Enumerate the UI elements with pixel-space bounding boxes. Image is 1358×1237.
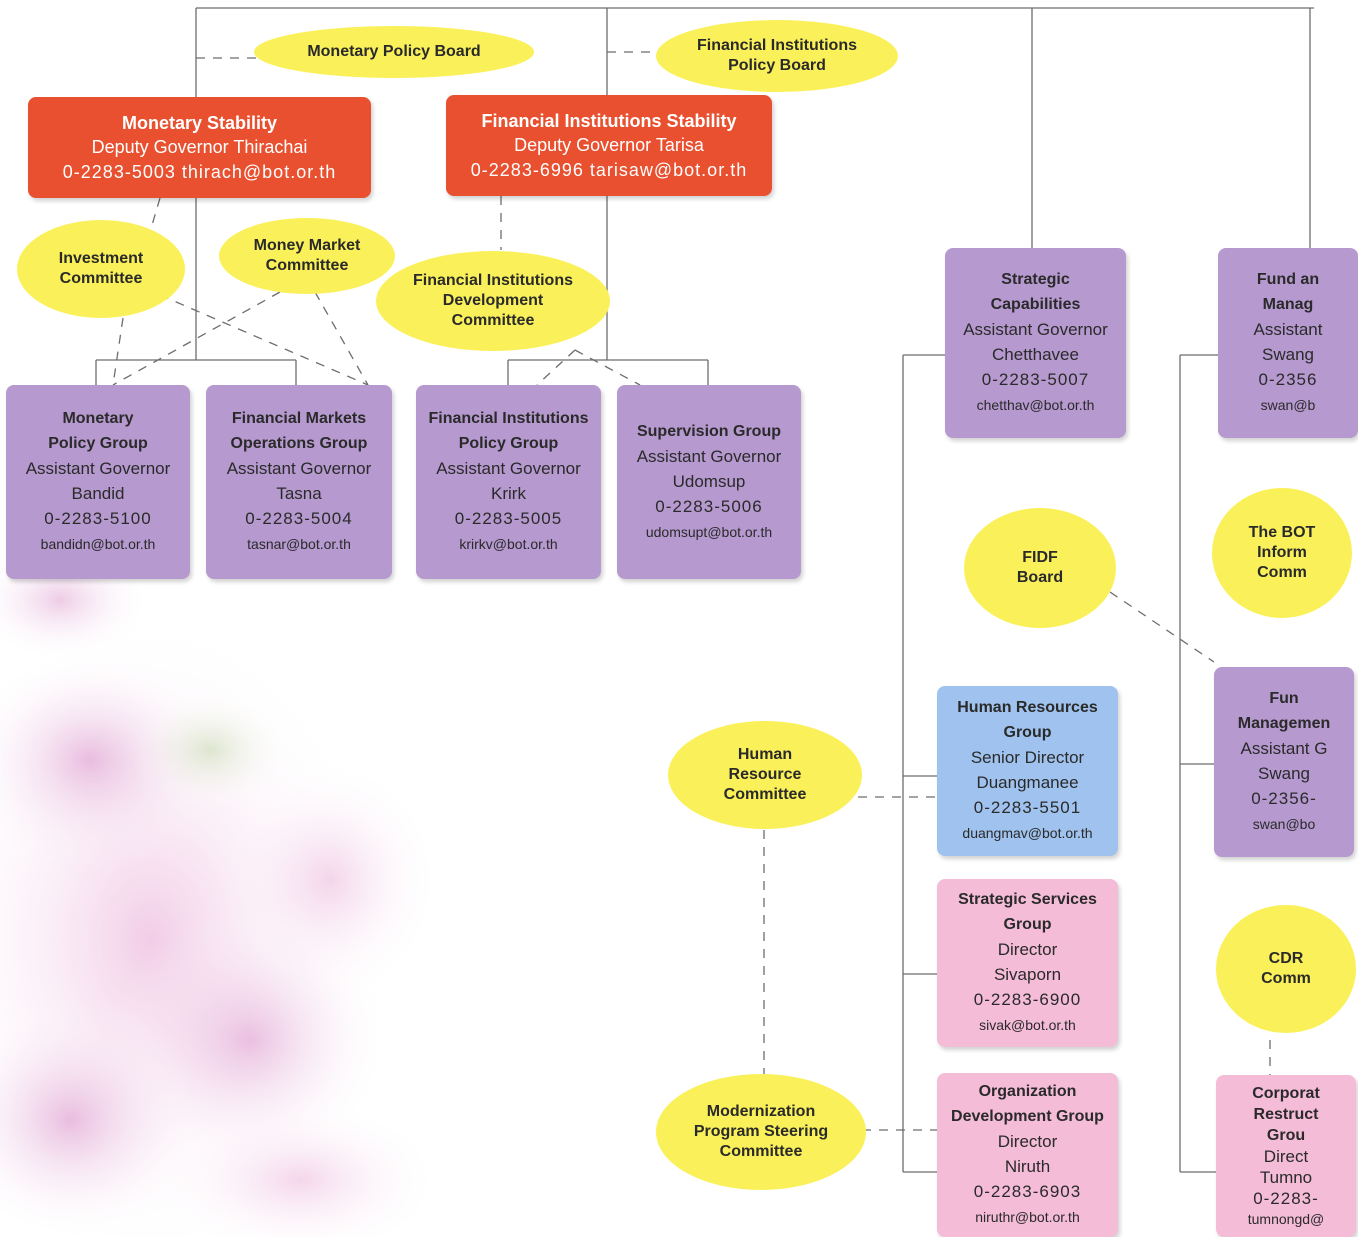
fi-development-committee: Financial Institutions Development Commi… xyxy=(376,251,610,351)
monetary-policy-board: Monetary Policy Board xyxy=(254,26,534,78)
monetary-policy-group-box: Monetary Policy Group Assistant Governor… xyxy=(6,385,190,579)
modernization-program-steering-committee: Modernization Program Steering Committee xyxy=(656,1074,866,1190)
fidf-board: FIDF Board xyxy=(964,508,1116,628)
bot-information-committee: The BOT Inform Comm xyxy=(1212,488,1352,618)
fund-management-top-box: Fund an Manag Assistant Swang 0-2356 swa… xyxy=(1218,248,1358,438)
corporate-restructuring-group-box: Corporat Restruct Grou Direct Tumno 0-22… xyxy=(1216,1075,1356,1237)
org-chart-connectors xyxy=(95,7,1314,1173)
cdr-committee: CDR Comm xyxy=(1216,905,1356,1033)
human-resource-committee: Human Resource Committee xyxy=(668,721,862,829)
strategic-capabilities-box: Strategic Capabilities Assistant Governo… xyxy=(945,248,1126,438)
monetary-stability-box: Monetary Stability Deputy Governor Thira… xyxy=(28,97,371,198)
fi-stability-box: Financial Institutions Stability Deputy … xyxy=(446,95,772,196)
human-resources-group-box: Human Resources Group Senior Director Du… xyxy=(937,686,1118,856)
fi-policy-group-box: Financial Institutions Policy Group Assi… xyxy=(416,385,601,579)
monetary-policy-board-label: Monetary Policy Board xyxy=(307,43,481,60)
financial-markets-operations-group-box: Financial Markets Operations Group Assis… xyxy=(206,385,392,579)
fund-management-mid-box: Fun Managemen Assistant G Swang 0-2356- … xyxy=(1214,667,1354,857)
strategic-services-group-box: Strategic Services Group Director Sivapo… xyxy=(937,879,1118,1047)
organization-development-group-box: Organization Development Group Director … xyxy=(937,1073,1118,1237)
investment-committee: Investment Committee xyxy=(17,220,185,318)
supervision-group-box: Supervision Group Assistant Governor Udo… xyxy=(617,385,801,579)
financial-institutions-policy-board: Financial Institutions Policy Board xyxy=(656,20,898,92)
money-market-committee: Money Market Committee xyxy=(219,218,395,294)
